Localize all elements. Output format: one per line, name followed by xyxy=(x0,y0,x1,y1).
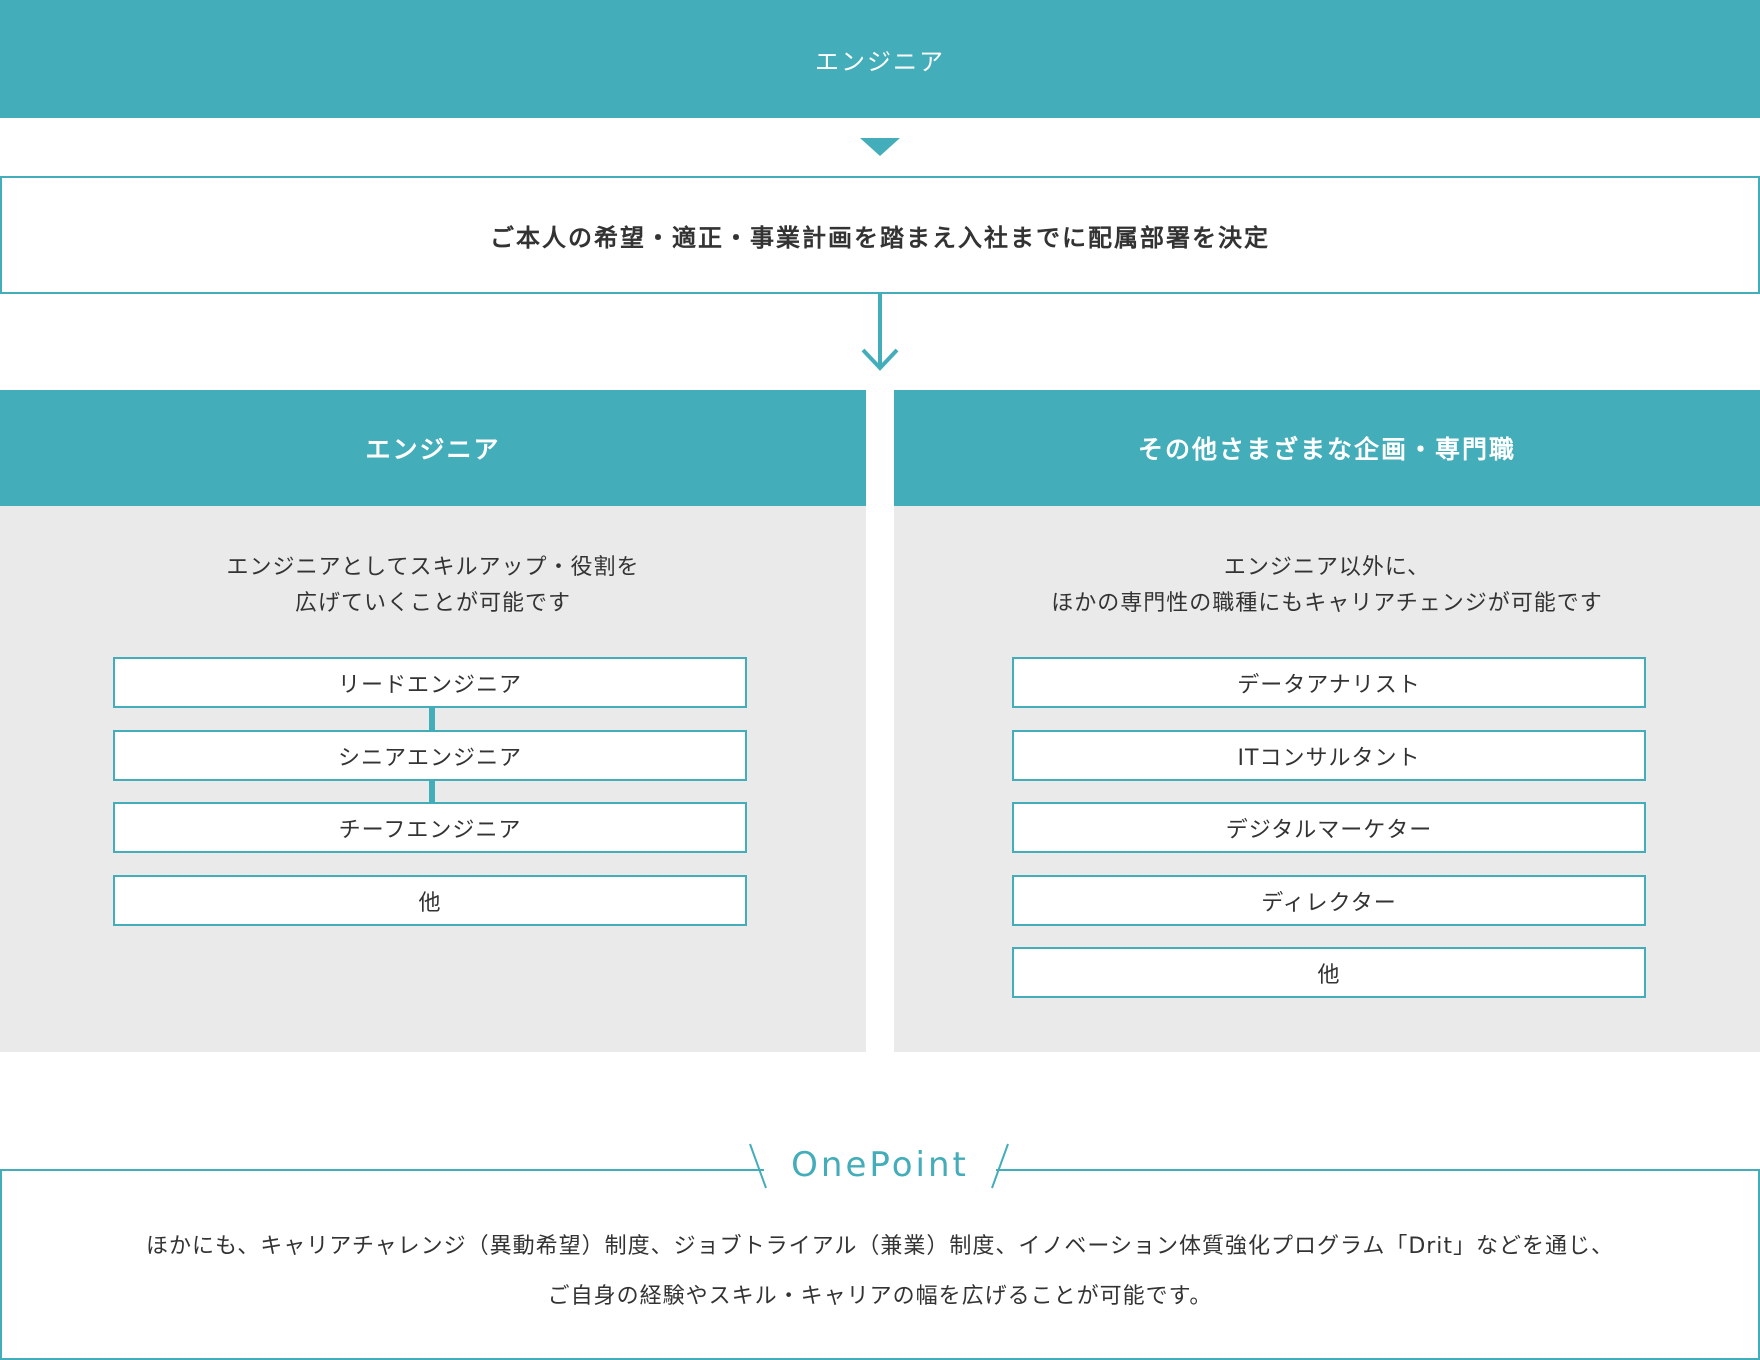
onepoint-title-text: OnePoint xyxy=(791,1145,969,1185)
career-item-label: ITコンサルタント xyxy=(1237,745,1421,771)
specialist-panel: その他さまざまな企画・専門職 エンジニア以外に、 ほかの専門性の職種にもキャリア… xyxy=(894,390,1760,1052)
top-banner: エンジニア xyxy=(0,0,1760,118)
left-slash-icon xyxy=(749,1143,767,1189)
career-connector xyxy=(429,708,435,730)
career-item-label: 他 xyxy=(418,890,442,916)
arrow-down-icon xyxy=(861,294,899,371)
engineer-panel-header: エンジニア xyxy=(0,390,866,506)
engineer-panel: エンジニア エンジニアとしてスキルアップ・役割を 広げていくことが可能です リー… xyxy=(0,390,866,1052)
onepoint-title-gap xyxy=(764,1150,996,1190)
career-item-data-analyst: データアナリスト xyxy=(1012,657,1646,708)
engineer-desc-line2: 広げていくことが可能です xyxy=(294,591,571,616)
onepoint-line2: ご自身の経験やスキル・キャリアの幅を広げることが可能です。 xyxy=(547,1284,1213,1309)
onepoint-box xyxy=(0,1169,1760,1360)
decision-text: ご本人の希望・適正・事業計画を踏まえ入社までに配属部署を決定 xyxy=(490,223,1270,252)
career-item-label: データアナリスト xyxy=(1237,672,1421,698)
triangle-down-icon xyxy=(860,138,900,156)
career-item-label: ディレクター xyxy=(1261,890,1397,916)
career-item-it-consultant: ITコンサルタント xyxy=(1012,730,1646,781)
engineer-desc-line1: エンジニアとしてスキルアップ・役割を xyxy=(226,555,640,580)
career-item-other: 他 xyxy=(113,875,747,926)
engineer-panel-title: エンジニア xyxy=(365,435,501,464)
specialist-desc-line1: エンジニア以外に、 xyxy=(1223,555,1431,580)
career-item-label: デジタルマーケター xyxy=(1225,817,1433,843)
top-banner-label: エンジニア xyxy=(815,47,945,76)
specialist-panel-header: その他さまざまな企画・専門職 xyxy=(894,390,1760,506)
decision-box: ご本人の希望・適正・事業計画を踏まえ入社までに配属部署を決定 xyxy=(0,176,1760,294)
career-item-senior-engineer: シニアエンジニア xyxy=(113,730,747,781)
career-item-label: シニアエンジニア xyxy=(337,745,522,771)
onepoint-title: OnePoint xyxy=(764,1140,996,1190)
onepoint-text: ほかにも、キャリアチャレンジ（異動希望）制度、ジョブトライアル（兼業）制度、イノ… xyxy=(0,1222,1760,1322)
specialist-desc-line2: ほかの専門性の職種にもキャリアチェンジが可能です xyxy=(1051,591,1603,616)
specialist-panel-title: その他さまざまな企画・専門職 xyxy=(1137,435,1516,464)
specialist-panel-description: エンジニア以外に、 ほかの専門性の職種にもキャリアチェンジが可能です xyxy=(894,550,1760,622)
career-item-lead-engineer: リードエンジニア xyxy=(113,657,747,708)
engineer-panel-description: エンジニアとしてスキルアップ・役割を 広げていくことが可能です xyxy=(0,550,866,622)
right-slash-icon xyxy=(991,1143,1009,1189)
career-item-label: チーフエンジニア xyxy=(338,817,522,843)
career-connector xyxy=(429,781,435,803)
career-item-other: 他 xyxy=(1012,947,1646,998)
career-item-label: リードエンジニア xyxy=(337,672,522,698)
career-item-label: 他 xyxy=(1317,962,1341,988)
career-item-digital-marketer: デジタルマーケター xyxy=(1012,802,1646,853)
career-item-chief-engineer: チーフエンジニア xyxy=(113,802,747,853)
career-item-director: ディレクター xyxy=(1012,875,1646,926)
onepoint-line1: ほかにも、キャリアチャレンジ（異動希望）制度、ジョブトライアル（兼業）制度、イノ… xyxy=(145,1234,1615,1259)
